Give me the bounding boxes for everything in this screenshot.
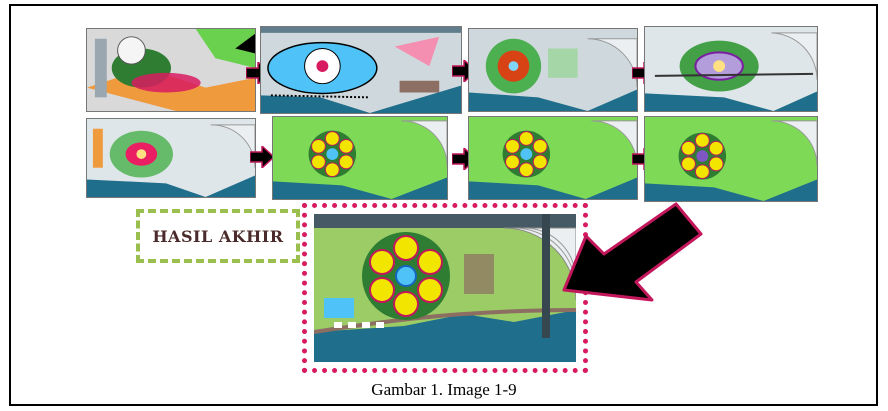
site-plan-image-3 [468,28,638,112]
diagonal-arrow-icon [556,196,706,326]
site-plan-image-6 [272,116,448,200]
result-label: HASIL AKHIR [152,226,284,246]
final-site-plan-image [314,214,576,362]
site-plan-image-7 [468,116,638,200]
site-plan-image-8 [644,116,818,202]
result-label-box: HASIL AKHIR [136,209,300,263]
site-plan-image-4 [644,26,818,112]
site-plan-image-1 [86,28,256,112]
site-plan-image-5 [86,118,256,198]
figure-caption: Gambar 1. Image 1-9 [371,380,517,399]
right-arrow-icon [250,146,274,168]
site-plan-image-2 [260,26,462,114]
